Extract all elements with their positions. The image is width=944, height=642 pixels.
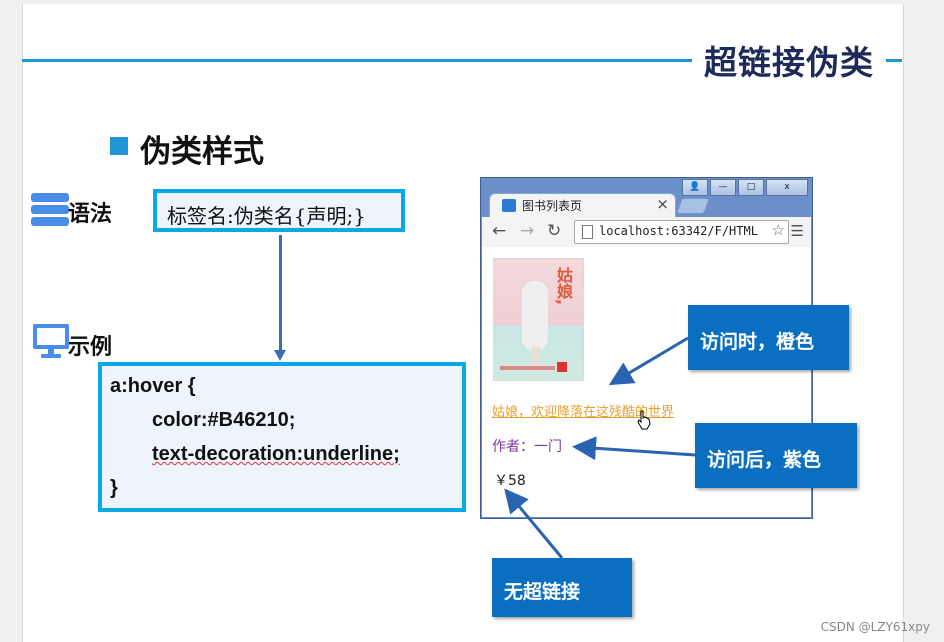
callout-nolink: 无超链接 — [492, 558, 632, 617]
book-cover-figure-leg — [532, 347, 540, 371]
example-label: 示例 — [68, 335, 113, 360]
connector-arrowhead — [274, 350, 286, 361]
bullet-square-icon — [110, 137, 128, 155]
back-arrow-icon[interactable]: ← — [492, 221, 507, 241]
menu-icon[interactable]: ☰ — [790, 222, 804, 240]
price-text: ￥58 — [494, 473, 526, 489]
url-text[interactable]: localhost:63342/F/HTML — [599, 224, 758, 238]
hand-cursor-icon — [637, 410, 651, 430]
tab-close-icon[interactable]: × — [656, 195, 669, 213]
tab-title: 图书列表页 — [522, 199, 583, 213]
reload-icon[interactable]: ↻ — [547, 221, 562, 241]
book-cover-stamp — [557, 362, 567, 372]
connector-line — [279, 235, 282, 354]
browser-toolbar: ← → ↻ localhost:63342/F/HTML ☆ ☰ — [482, 217, 811, 247]
maximize-button[interactable]: □ — [738, 179, 764, 196]
close-window-button[interactable]: x — [766, 179, 808, 196]
callout-nolink-text: 无超链接 — [504, 581, 581, 603]
forward-arrow-icon[interactable]: → — [520, 221, 535, 241]
author-text[interactable]: 作者：一门 — [492, 439, 562, 455]
arrow-to-author — [572, 436, 696, 461]
code-line-decoration: text-decoration:underline; — [152, 443, 400, 465]
title-rule-right — [886, 59, 902, 62]
title-rule-left — [22, 59, 692, 62]
favicon-icon — [502, 199, 516, 212]
book-cover-image[interactable]: 姑娘, — [493, 258, 584, 381]
callout-visited-text: 访问后，紫色 — [707, 449, 822, 471]
code-example-box: a:hover { color:#B46210; text-decoration… — [98, 362, 466, 512]
code-line-selector: a:hover { — [110, 375, 196, 397]
profile-icon[interactable]: 👤 — [682, 179, 708, 196]
book-cover-caption — [500, 366, 555, 370]
arrow-to-price — [504, 488, 564, 559]
window-controls: 👤 — □ x — [682, 179, 808, 196]
address-bar[interactable]: localhost:63342/F/HTML ☆ — [574, 220, 789, 244]
bookmark-star-icon[interactable]: ☆ — [771, 221, 785, 239]
browser-tab[interactable]: 图书列表页 × — [489, 193, 676, 218]
syntax-label: 语法 — [68, 202, 113, 227]
minimize-button[interactable]: — — [710, 179, 736, 196]
callout-hover-text: 访问时，橙色 — [700, 331, 815, 353]
code-line-color: color:#B46210; — [152, 409, 296, 431]
watermark: CSDN @LZY61xpy — [820, 620, 930, 634]
list-icon — [31, 193, 69, 229]
book-cover-figure — [522, 281, 548, 351]
arrow-to-book-link — [608, 336, 689, 386]
code-line-close: } — [110, 477, 118, 499]
monitor-icon — [33, 324, 69, 358]
syntax-text: 标签名:伪类名{声明;} — [167, 204, 366, 228]
callout-visited: 访问后，紫色 — [695, 423, 857, 488]
callout-hover: 访问时，橙色 — [688, 305, 849, 370]
section-subtitle: 伪类样式 — [140, 134, 264, 170]
syntax-box: 标签名:伪类名{声明;} — [153, 189, 405, 232]
slide-title: 超链接伪类 — [704, 43, 874, 82]
book-link[interactable]: 姑娘，欢迎降落在这残酷的世界 — [492, 405, 675, 420]
book-cover-title: 姑娘, — [554, 267, 573, 306]
page-icon — [582, 225, 593, 239]
